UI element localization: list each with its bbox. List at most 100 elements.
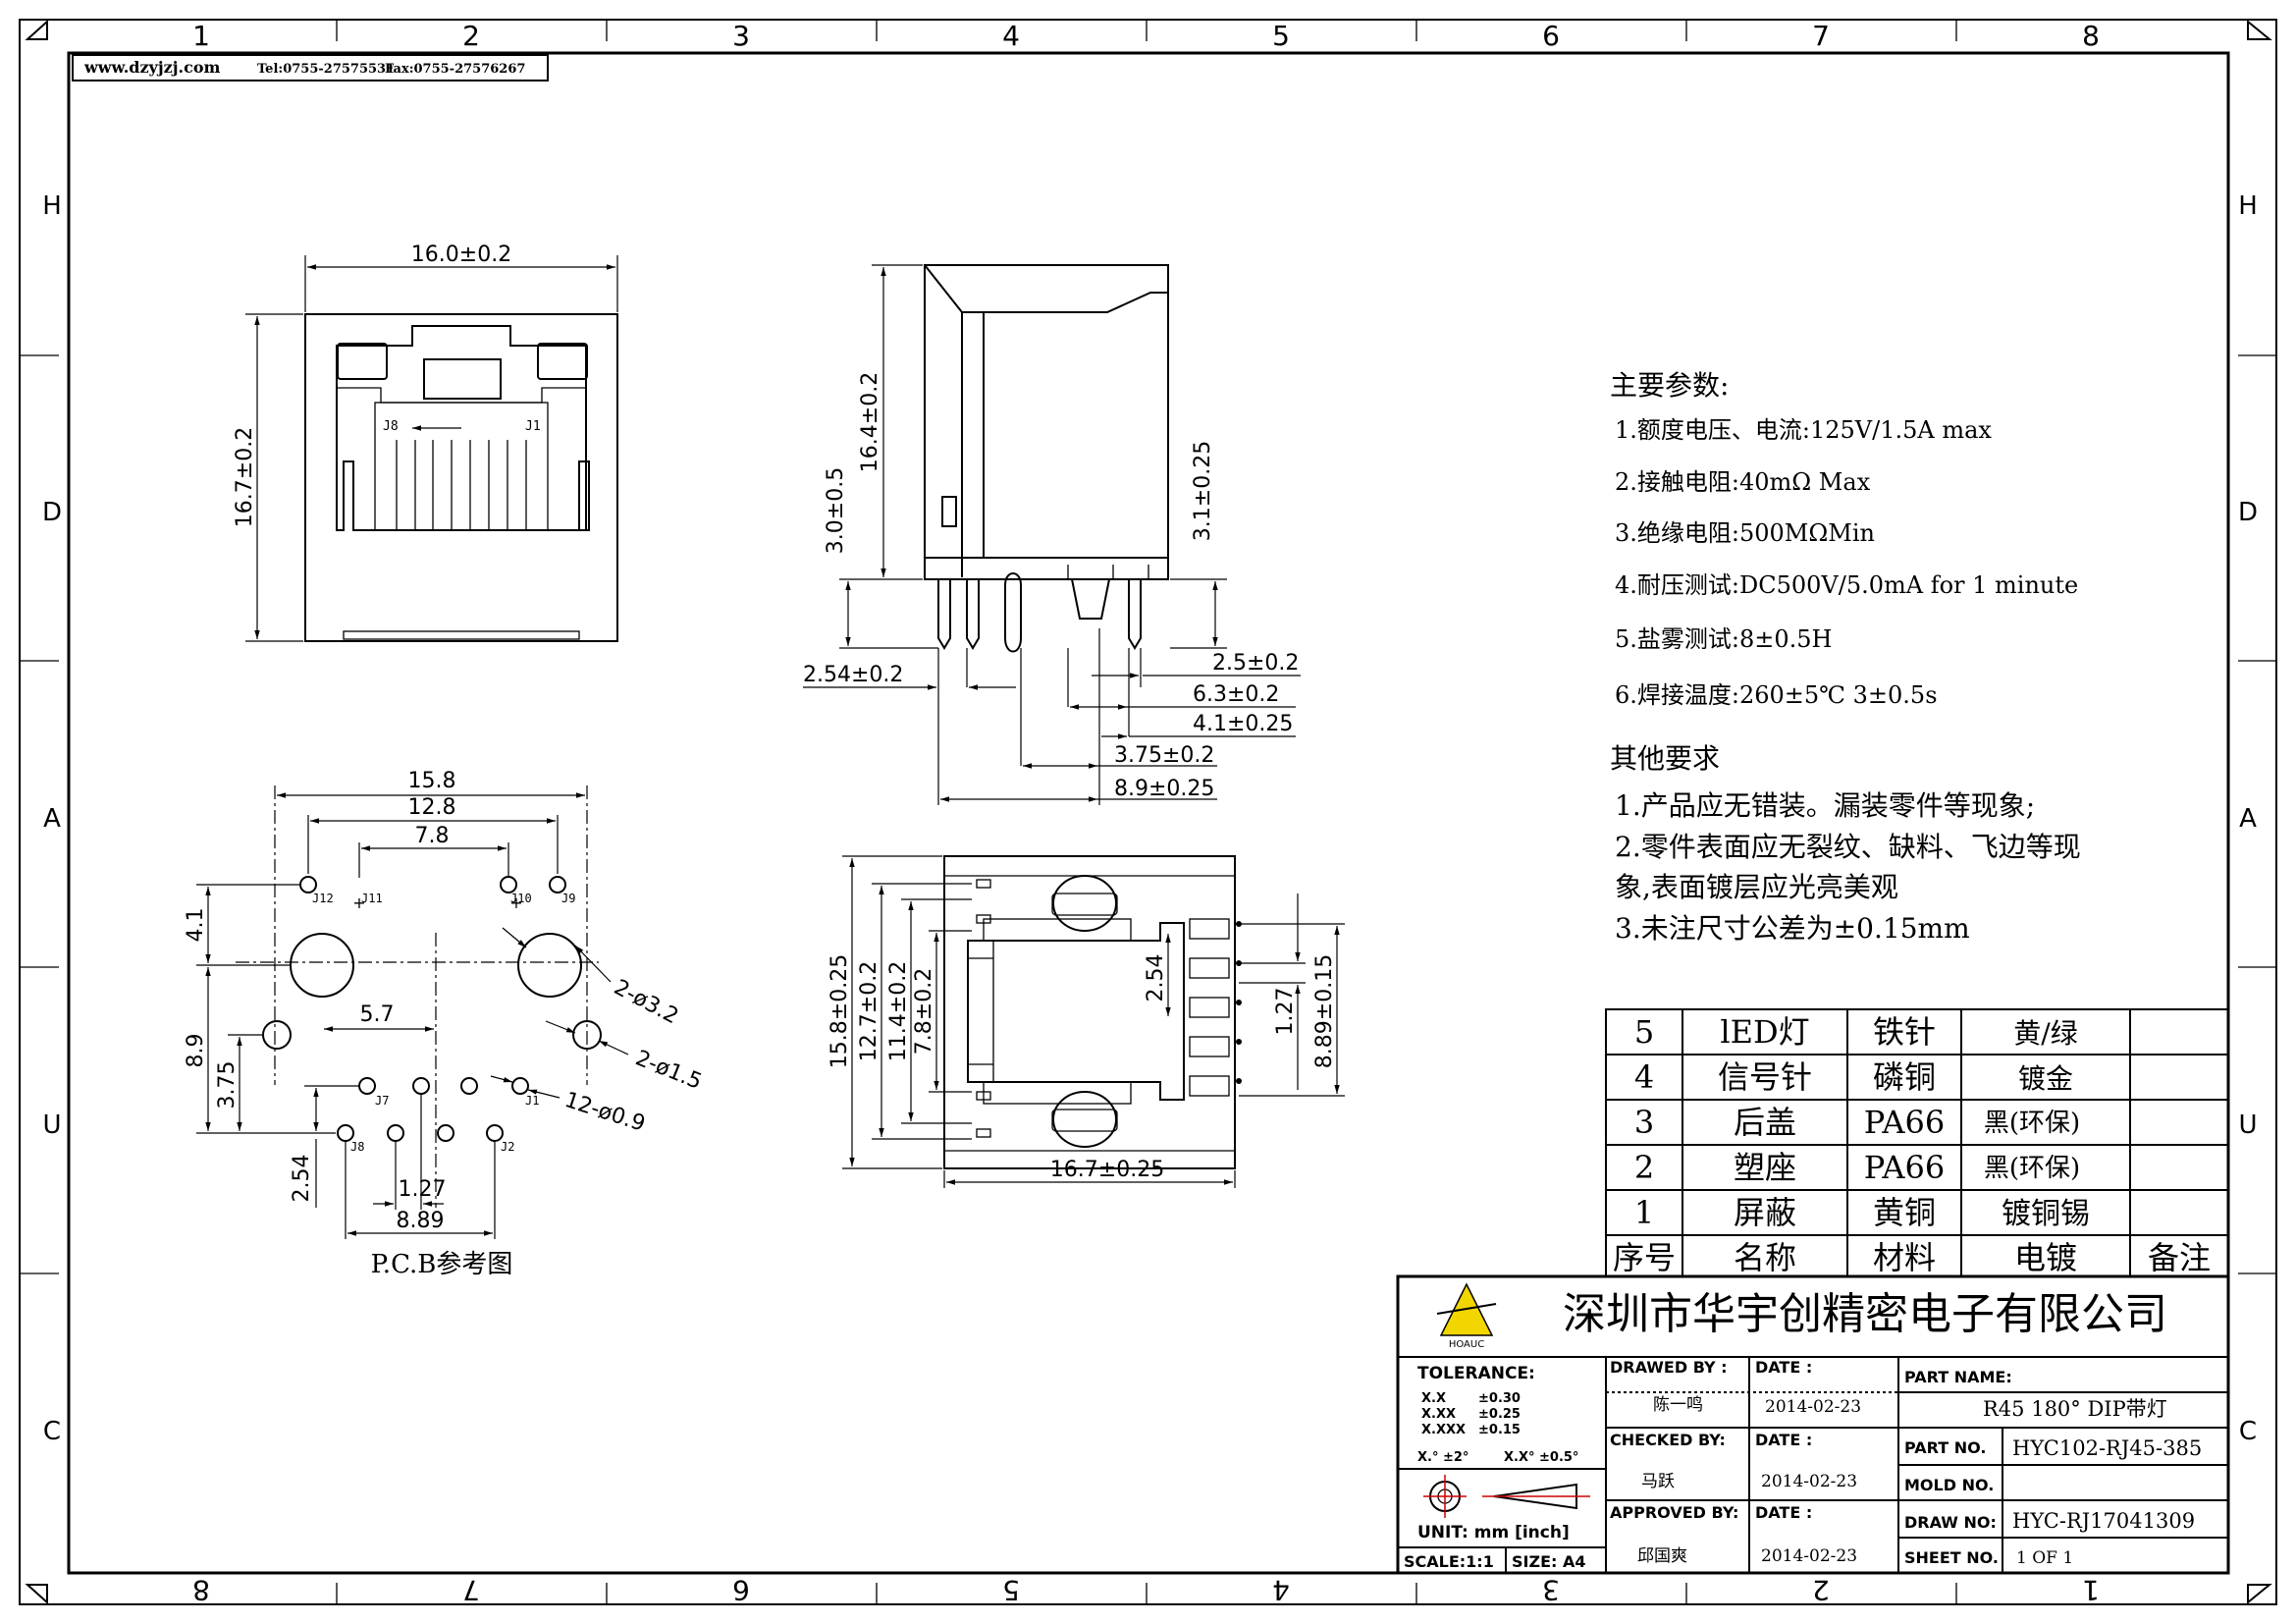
row-letter: U <box>42 1110 61 1140</box>
side-view: 16.4±0.2 3.0±0.5 3.1±0.25 2.5±0.2 2.54±0… <box>803 264 1301 805</box>
dim-label: 16.7±0.25 <box>1050 1158 1164 1182</box>
col-number: 5 <box>1272 20 1290 52</box>
col-number: 1 <box>192 20 210 52</box>
dim-label: 7.8 <box>415 824 450 848</box>
tol-value: ±0.15 <box>1478 1423 1521 1437</box>
tol-code: X.XXX <box>1421 1423 1466 1437</box>
svg-text:+: + <box>509 893 522 912</box>
bom-cell: 黑(环保) <box>1984 1154 2080 1183</box>
dim-label: 4.1±0.25 <box>1193 712 1293 736</box>
param-item: 3.绝缘电阻:500MΩMin <box>1615 519 1875 547</box>
col-number: 3 <box>732 20 750 52</box>
col-number: 2 <box>462 20 480 52</box>
other-title: 其他要求 <box>1610 742 1720 775</box>
bom-table: 5 lED灯 铁针 黄/绿 4 信号针 磷铜 镀金 3 后盖 PA66 黑(环保… <box>1605 1008 2229 1277</box>
dim-label: 15.8 <box>408 769 456 793</box>
dim-label: 15.8±0.25 <box>828 954 852 1068</box>
bom-header: 备注 <box>2148 1239 2211 1276</box>
approved-by-label: APPROVED BY: <box>1610 1503 1738 1522</box>
bom-header: 名称 <box>1734 1239 1796 1276</box>
drawed-by-name: 陈一鸣 <box>1653 1395 1703 1415</box>
param-item: 1.额度电压、电流:125V/1.5A max <box>1615 416 1992 444</box>
col-number: 7 <box>1812 20 1830 52</box>
angle-tol: X.° ±2° <box>1417 1450 1468 1465</box>
company-logo: HOAUC <box>1436 1282 1497 1350</box>
date-value: 2014-02-23 <box>1761 1472 1857 1491</box>
col-number-bottom: 7 <box>462 1574 480 1606</box>
logo-text: HOAUC <box>1449 1339 1484 1350</box>
title-block: HOAUC 深圳市华宇创精密电子有限公司 TOLERANCE: X.X ±0.3… <box>1396 1274 2230 1575</box>
row-letter: A <box>43 804 61 834</box>
draw-no-value: HYC-RJ17041309 <box>2012 1509 2195 1533</box>
part-no-label: PART NO. <box>1904 1438 1986 1457</box>
tolerance-label: TOLERANCE: <box>1417 1364 1535 1383</box>
bom-cell: 黄/绿 <box>2013 1017 2077 1050</box>
bom-cell: 铁针 <box>1873 1013 1936 1051</box>
col-number-bottom: 8 <box>192 1574 210 1606</box>
pin-label: J10 <box>510 892 532 905</box>
checked-by-label: CHECKED BY: <box>1610 1431 1726 1449</box>
bom-cell: 5 <box>1634 1013 1654 1051</box>
dim-label: 16.0±0.2 <box>411 243 511 267</box>
dim-label: 1.27 <box>1273 988 1298 1036</box>
param-item: 5.盐雾测试:8±0.5H <box>1615 625 1832 653</box>
dim-label: 3.75 <box>215 1061 240 1110</box>
corner-mark-icon <box>25 19 48 40</box>
pin-label: J8 <box>383 419 399 434</box>
bom-cell: 2 <box>1634 1149 1654 1186</box>
pin-label: J2 <box>501 1140 514 1154</box>
bom-cell: 1 <box>1634 1194 1654 1231</box>
dim-label: 16.4±0.2 <box>858 372 882 472</box>
dim-label: 3.0±0.5 <box>824 467 848 554</box>
pcb-title: P.C.B参考图 <box>371 1250 513 1279</box>
row-letter: D <box>2238 498 2258 527</box>
corner-mark-icon <box>2247 1584 2272 1605</box>
col-number: 6 <box>1542 20 1560 52</box>
other-item: 象,表面镀层应光亮美观 <box>1615 871 1898 903</box>
projection-symbol-icon <box>1423 1475 1590 1518</box>
tol-code: X.X <box>1421 1391 1446 1406</box>
bom-cell: 后盖 <box>1734 1104 1796 1141</box>
dim-label: 7.8±0.2 <box>912 968 936 1055</box>
bom-cell: 屏蔽 <box>1734 1194 1796 1231</box>
dim-label: 2.54 <box>1144 954 1168 1002</box>
date-value: 2014-02-23 <box>1761 1546 1857 1566</box>
other-item: 1.产品应无错装。漏装零件等现象; <box>1615 789 2035 822</box>
fax-text: Fax:0755-27576267 <box>385 62 525 77</box>
dim-label: 8.9 <box>184 1034 208 1068</box>
param-item: 6.焊接温度:260±5℃ 3±0.5s <box>1615 681 1938 709</box>
dim-label: 4.1 <box>184 908 208 943</box>
col-number-bottom: 1 <box>2082 1574 2100 1606</box>
dim-label: 8.89±0.15 <box>1312 954 1337 1068</box>
pin-label: J7 <box>375 1094 389 1108</box>
bom-cell: 镀金 <box>2018 1062 2073 1095</box>
col-number-bottom: 5 <box>1002 1574 1020 1606</box>
size-label: SIZE: A4 <box>1512 1552 1586 1571</box>
col-number-bottom: 3 <box>1542 1574 1560 1606</box>
row-letter: U <box>2238 1110 2257 1140</box>
other-item: 3.未注尺寸公差为±0.15mm <box>1615 912 1970 945</box>
row-letter: C <box>43 1417 61 1446</box>
pin-label: J1 <box>525 419 541 434</box>
param-item: 4.耐压测试:DC500V/5.0mA for 1 minute <box>1615 571 2078 599</box>
drawing-frame: 1 2 3 4 5 6 7 8 8 7 6 5 4 3 2 1 H D A U … <box>19 19 2277 1606</box>
bom-cell: lED灯 <box>1720 1013 1809 1051</box>
other-item: 2.零件表面应无裂纹、缺料、飞边等现 <box>1615 831 2081 863</box>
draw-no-label: DRAW NO: <box>1904 1513 1997 1532</box>
sheet-no-value: 1 OF 1 <box>2016 1548 2073 1568</box>
date-label: DATE : <box>1755 1503 1812 1522</box>
bom-header: 材料 <box>1873 1239 1936 1276</box>
dim-label: 8.9±0.25 <box>1114 777 1214 801</box>
bom-cell: PA66 <box>1864 1104 1945 1141</box>
part-no-value: HYC102-RJ45-385 <box>2012 1436 2202 1460</box>
bom-cell: 镀铜锡 <box>2002 1197 2090 1231</box>
callout-label: 2-ø1.5 <box>632 1046 706 1095</box>
mold-no-label: MOLD NO. <box>1904 1476 1994 1494</box>
date-label: DATE : <box>1755 1431 1812 1449</box>
dim-label: 3.75±0.2 <box>1114 743 1214 768</box>
top-view: 15.8±0.25 12.7±0.2 11.4±0.2 7.8±0.2 16.7… <box>828 855 1345 1188</box>
drawed-by-label: DRAWED BY : <box>1610 1358 1728 1377</box>
pin-label: J12 <box>312 892 334 905</box>
scale-label: SCALE:1:1 <box>1404 1552 1494 1571</box>
